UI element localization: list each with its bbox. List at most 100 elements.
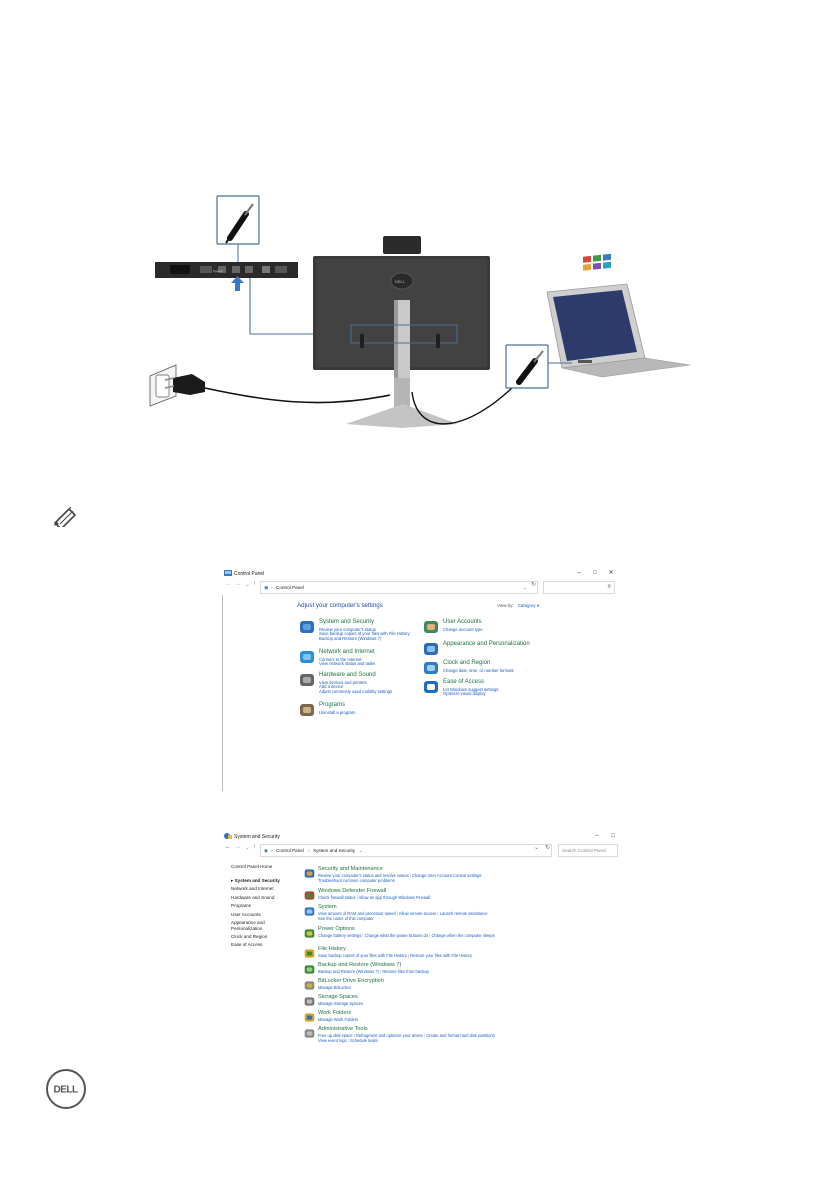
item-link[interactable]: Manage Work Folders [318, 1016, 359, 1022]
item-link[interactable]: Change User Account Control settings [412, 872, 482, 878]
address-chevron-icon[interactable]: ⌄ [523, 584, 527, 590]
category-link[interactable]: Review your computer's status [319, 626, 376, 632]
item-link[interactable]: Allow an app through Windows Firewall [358, 894, 431, 900]
settings-item-backup-and-restore-windows-7-[interactable]: Backup and Restore (Windows 7)Backup and… [304, 962, 612, 975]
sidebar-item[interactable]: Hardware and Sound [231, 894, 275, 900]
category-link[interactable]: Save backup copies of your files with Fi… [319, 631, 410, 637]
item-link[interactable]: Review your computer's status and resolv… [318, 872, 409, 878]
item-link[interactable]: Restore files from backup [382, 968, 429, 974]
address-part-2[interactable]: System and Security [313, 847, 356, 853]
maximize-button[interactable]: □ [611, 833, 615, 839]
recent-chevron-icon[interactable]: ⌄ [245, 582, 251, 588]
close-button[interactable]: ✕ [608, 570, 614, 576]
item-link[interactable]: View event logs [318, 1037, 347, 1043]
item-link[interactable]: Create and format hard disk partitions [426, 1032, 495, 1038]
address-bar[interactable]: ◉ › Control Panel › System and Security … [260, 844, 552, 857]
item-link[interactable]: Backup and Restore (Windows 7) [318, 968, 379, 974]
item-title[interactable]: Administrative Tools [318, 1026, 368, 1032]
category-link[interactable]: Optimize visual display [443, 691, 486, 697]
category-link[interactable]: View network status and tasks [319, 661, 376, 667]
item-link[interactable]: Change battery settings [318, 932, 362, 938]
item-link[interactable]: View amount of RAM and processor speed [318, 910, 396, 916]
category-link[interactable]: Backup and Restore (Windows 7) [319, 636, 382, 642]
sidebar-home-link[interactable]: Control Panel Home [231, 864, 273, 869]
category-link[interactable]: Uninstall a program [319, 709, 356, 715]
item-link[interactable]: Schedule tasks [349, 1037, 378, 1043]
category-link[interactable]: View devices and printers [319, 679, 367, 685]
item-title[interactable]: System [318, 904, 337, 910]
item-link[interactable]: Allow remote access [398, 910, 437, 916]
item-link[interactable]: Change when the computer sleeps [431, 932, 495, 938]
item-link[interactable]: Free up disk space [318, 1032, 353, 1038]
recent-chevron-icon[interactable]: ⌄ [245, 845, 251, 851]
category-link[interactable]: Let Windows suggest settings [443, 686, 499, 692]
up-button[interactable]: ↑ [253, 581, 256, 587]
search-input[interactable]: Search Control Panel [558, 844, 618, 857]
category-title[interactable]: Programs [319, 702, 346, 708]
item-title[interactable]: Power Options [318, 926, 355, 932]
address-bar[interactable]: ▣ › Control Panel ⌄ [260, 581, 538, 594]
category-title[interactable]: Clock and Region [443, 660, 491, 666]
dropdown-chevron-icon[interactable]: ⌄ [534, 845, 540, 851]
item-link[interactable]: Save backup copies of your files with Fi… [318, 952, 407, 958]
view-by-dropdown[interactable]: Category [517, 603, 536, 608]
back-button[interactable]: ← [225, 844, 231, 850]
item-title[interactable]: Windows Defender Firewall [318, 888, 387, 894]
item-link[interactable]: Change what the power buttons do [364, 932, 429, 938]
sidebar-item[interactable]: Ease of Access [231, 942, 263, 948]
item-title[interactable]: Storage Spaces [318, 994, 358, 1000]
sidebar-item[interactable]: Clock and Region [231, 933, 268, 939]
minimize-button[interactable]: – [595, 833, 599, 839]
refresh-button[interactable]: ↻ [545, 845, 551, 851]
search-box[interactable]: ⚲ [543, 581, 615, 594]
category-appearance-and-personalization[interactable]: Appearance and Personalization [423, 641, 603, 655]
item-link[interactable]: Troubleshoot common computer problems [318, 877, 395, 883]
sidebar-item[interactable]: Programs [231, 903, 251, 909]
item-title[interactable]: Security and Maintenance [318, 866, 383, 872]
category-link[interactable]: Change date, time, or number formats [443, 667, 514, 673]
sidebar-item[interactable]: User Accounts [231, 911, 261, 917]
item-link[interactable]: Check firewall status [318, 894, 356, 900]
minimize-button[interactable]: – [577, 570, 581, 576]
forward-button[interactable]: → [235, 844, 241, 850]
category-link[interactable]: Adjust commonly used mobility settings [319, 689, 393, 695]
category-title[interactable]: Hardware and Sound [319, 672, 376, 678]
item-link[interactable]: Restore your files with File History [410, 952, 472, 958]
refresh-button[interactable]: ↻ [531, 582, 537, 588]
category-title[interactable]: System and Security [319, 619, 375, 625]
category-title[interactable]: Ease of Access [443, 679, 485, 685]
item-title[interactable]: Backup and Restore (Windows 7) [318, 962, 402, 968]
item-title[interactable]: Work Folders [318, 1010, 352, 1016]
item-link[interactable]: Launch remote assistance [439, 910, 488, 916]
category-link[interactable]: Add a device [319, 684, 344, 690]
item-title[interactable]: BitLocker Drive Encryption [318, 978, 384, 984]
category-link[interactable]: Connect to the Internet [319, 656, 362, 662]
item-link[interactable]: Manage Storage Spaces [318, 1000, 364, 1006]
item-link[interactable]: Manage BitLocker [318, 984, 351, 990]
category-link[interactable]: Change account type [443, 626, 483, 632]
item-link[interactable]: Defragment and optimize your drives [355, 1032, 423, 1038]
back-button[interactable]: ← [225, 581, 231, 587]
category-title[interactable]: Appearance and Personalization [443, 641, 530, 647]
address-chevron-icon[interactable]: ⌄ [359, 847, 363, 853]
category-title[interactable]: User Accounts [443, 619, 482, 625]
maximize-button[interactable]: □ [593, 570, 597, 576]
item-title[interactable]: File History [318, 946, 346, 952]
